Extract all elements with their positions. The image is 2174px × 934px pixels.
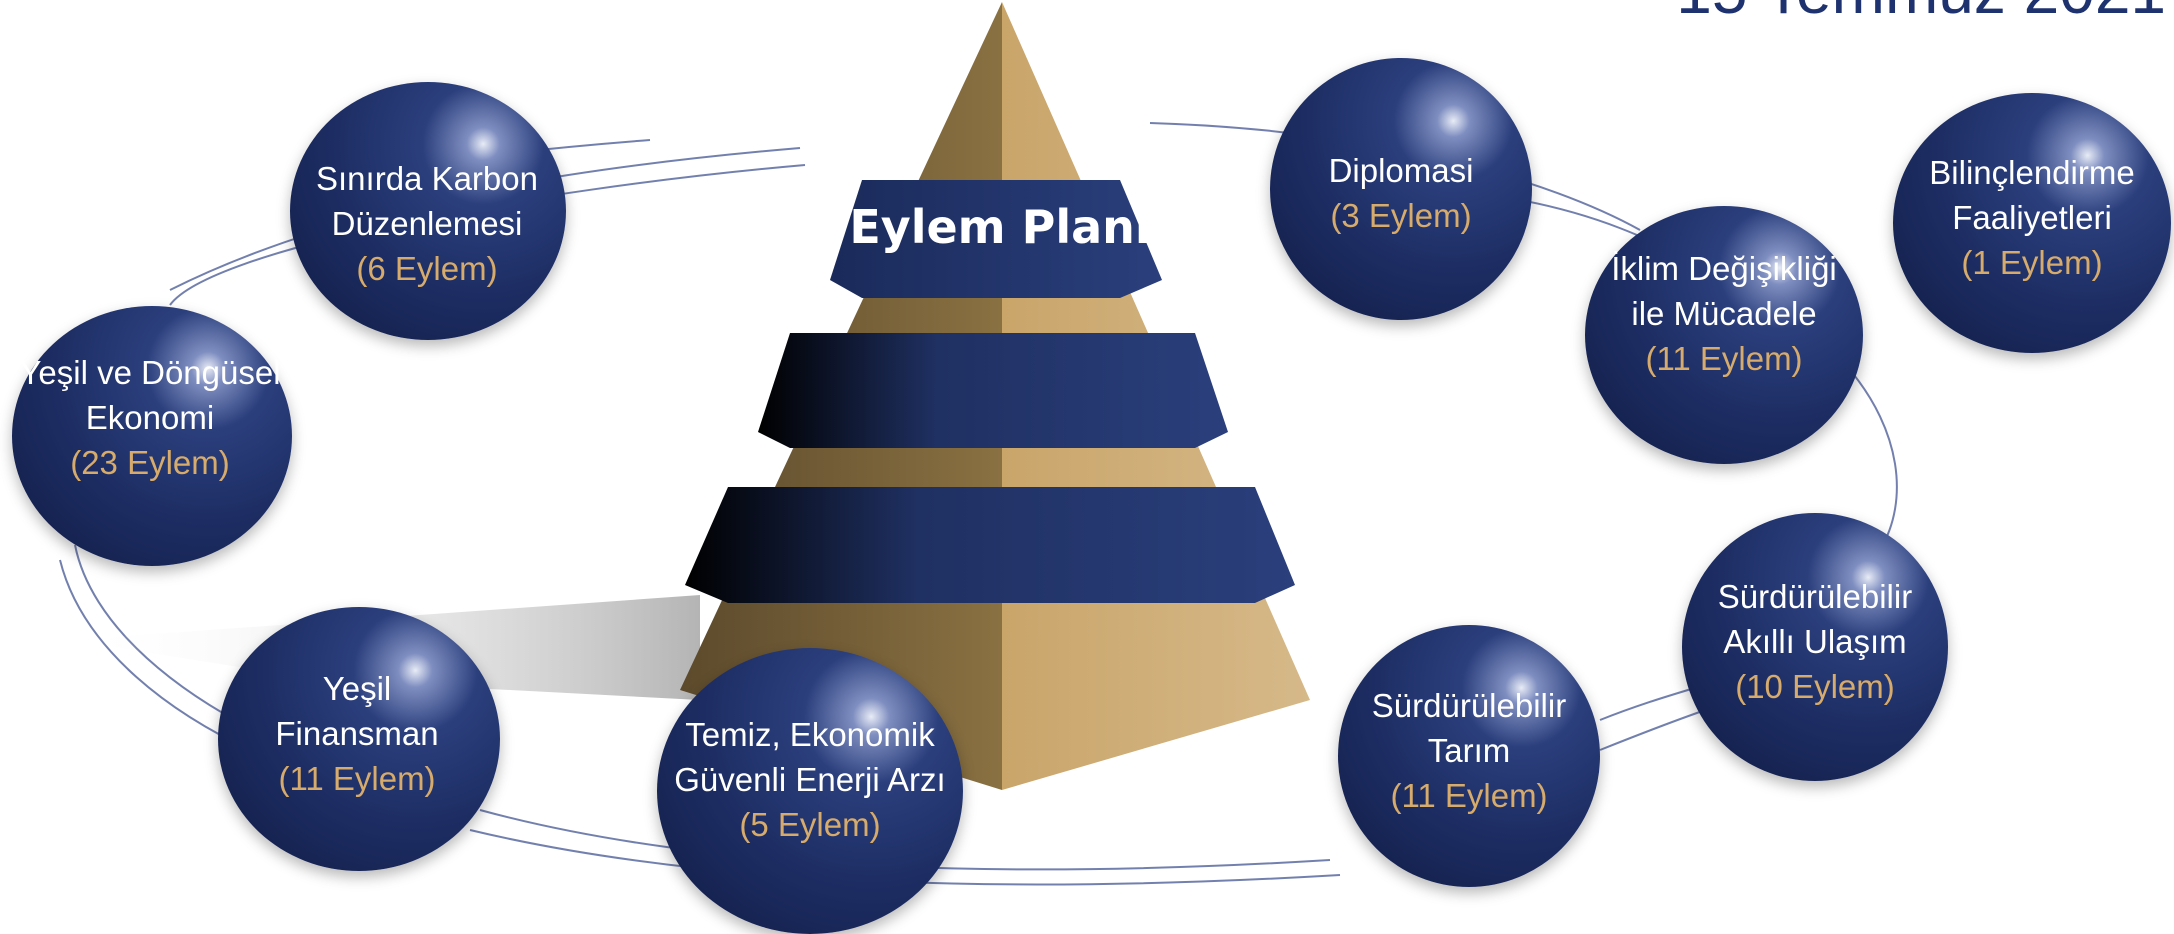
pyramid-band-top [830,180,1162,298]
sphere-action-count: (5 Eylem) [739,806,881,843]
sphere-title-line: Yeşil ve Döngüsel [19,354,281,391]
sphere-iklim-degisikligi [1585,206,1863,464]
sphere-label-iklim-degisikligi: İklim Değişikliği ile Mücadele (11 Eylem… [1575,246,1873,381]
sphere-akilli-ulasim [1682,513,1948,781]
sphere-action-count: (1 Eylem) [1961,244,2103,281]
sphere-label-sinirda-karbon: Sınırda Karbon Düzenlemesi (6 Eylem) [286,156,568,291]
sphere-label-diplomasi: Diplomasi (3 Eylem) [1270,148,1532,238]
sphere-title-line: Sınırda Karbon [316,160,538,197]
sphere-title-line: Diplomasi [1328,152,1474,189]
pyramid-band-bottom [685,487,1295,603]
sphere-title-line: Akıllı Ulaşım [1723,623,1907,660]
sphere-label-yesil-dongusel: Yeşil ve Döngüsel Ekonomi (23 Eylem) [0,350,310,485]
pyramid-title: Eylem Planı [849,200,1151,254]
sphere-title-line: İklim Değişikliği [1611,250,1837,287]
sphere-title-line: Ekonomi [85,399,215,436]
sphere-title-line: Temiz, Ekonomik [685,716,935,753]
sphere-label-bilinclendirme: Bilinçlendirme Faaliyetleri (1 Eylem) [1893,150,2171,285]
sphere-action-count: (11 Eylem) [1390,777,1548,814]
sphere-yesil-finansman [218,607,500,871]
sphere-surdurulebilir-tarim [1338,625,1600,887]
sphere-title-line: Düzenlemesi [331,205,523,242]
sphere-yesil-dongusel [12,306,292,566]
sphere-title-line: Sürdürülebilir [1371,687,1567,724]
sphere-temiz-enerji [657,648,963,934]
sphere-sinirda-karbon [290,82,566,340]
sphere-action-count: (6 Eylem) [356,250,498,287]
sphere-action-count: (11 Eylem) [1645,340,1803,377]
sphere-action-count: (11 Eylem) [278,760,436,797]
sphere-label-surdurulebilir-tarim: Sürdürülebilir Tarım (11 Eylem) [1338,683,1600,818]
sphere-title-line: Güvenli Enerji Arzı [674,761,946,798]
sphere-label-akilli-ulasim: Sürdürülebilir Akıllı Ulaşım (10 Eylem) [1682,574,1948,709]
sphere-title-line: Finansman [275,715,439,752]
pyramid-band-middle [758,333,1228,448]
sphere-action-count: (3 Eylem) [1330,197,1472,234]
sphere-action-count: (23 Eylem) [70,444,230,481]
sphere-title-line: Tarım [1427,732,1511,769]
sphere-bilinclendirme [1893,93,2171,353]
sphere-title-line: Faaliyetleri [1952,199,2112,236]
pyramid [680,2,1310,790]
sphere-action-count: (10 Eylem) [1735,668,1895,705]
sphere-title-line: ile Mücadele [1631,295,1817,332]
sphere-title-line: Yeşil [322,670,392,707]
sphere-diplomasi [1270,58,1532,320]
sphere-title-line: Bilinçlendirme [1929,154,2135,191]
sphere-label-yesil-finansman: Yeşil Finansman (11 Eylem) [216,666,498,801]
sphere-label-temiz-enerji: Temiz, Ekonomik Güvenli Enerji Arzı (5 E… [650,712,970,847]
sphere-title-line: Sürdürülebilir [1717,578,1913,615]
date-heading: 15 Temmuz 2021 [1676,0,2166,28]
